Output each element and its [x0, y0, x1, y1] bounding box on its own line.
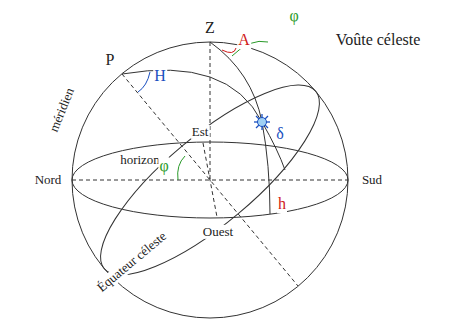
altitude-label: h: [277, 195, 287, 213]
north-label: Nord: [34, 173, 63, 187]
vertical-circle: [210, 42, 270, 214]
azimuth-label: A: [237, 31, 251, 49]
zenith-label: Z: [204, 19, 216, 37]
hour-angle-label: H: [153, 67, 167, 85]
south-label: Sud: [361, 173, 383, 187]
zenith-line: [210, 42, 211, 180]
pole-label: P: [105, 51, 116, 69]
west-label: Ouest: [202, 225, 234, 239]
latitude-arc: [178, 156, 185, 180]
sphere-outline: [72, 42, 348, 318]
colatitude-label: φ: [288, 7, 299, 25]
horizon-label: horizon: [119, 153, 161, 167]
sphere-name: Voûte céleste: [335, 31, 422, 49]
azimuth-arc: [222, 48, 236, 53]
star-symbol: [254, 114, 270, 130]
east-label: Est: [191, 125, 210, 139]
meridian-label: méridien: [46, 85, 77, 135]
latitude-label: φ: [158, 157, 169, 175]
east-west-line: [203, 143, 217, 217]
declination-label: δ: [275, 125, 285, 143]
horizon-circle: [72, 142, 348, 218]
hour-angle-arc: [138, 72, 150, 92]
